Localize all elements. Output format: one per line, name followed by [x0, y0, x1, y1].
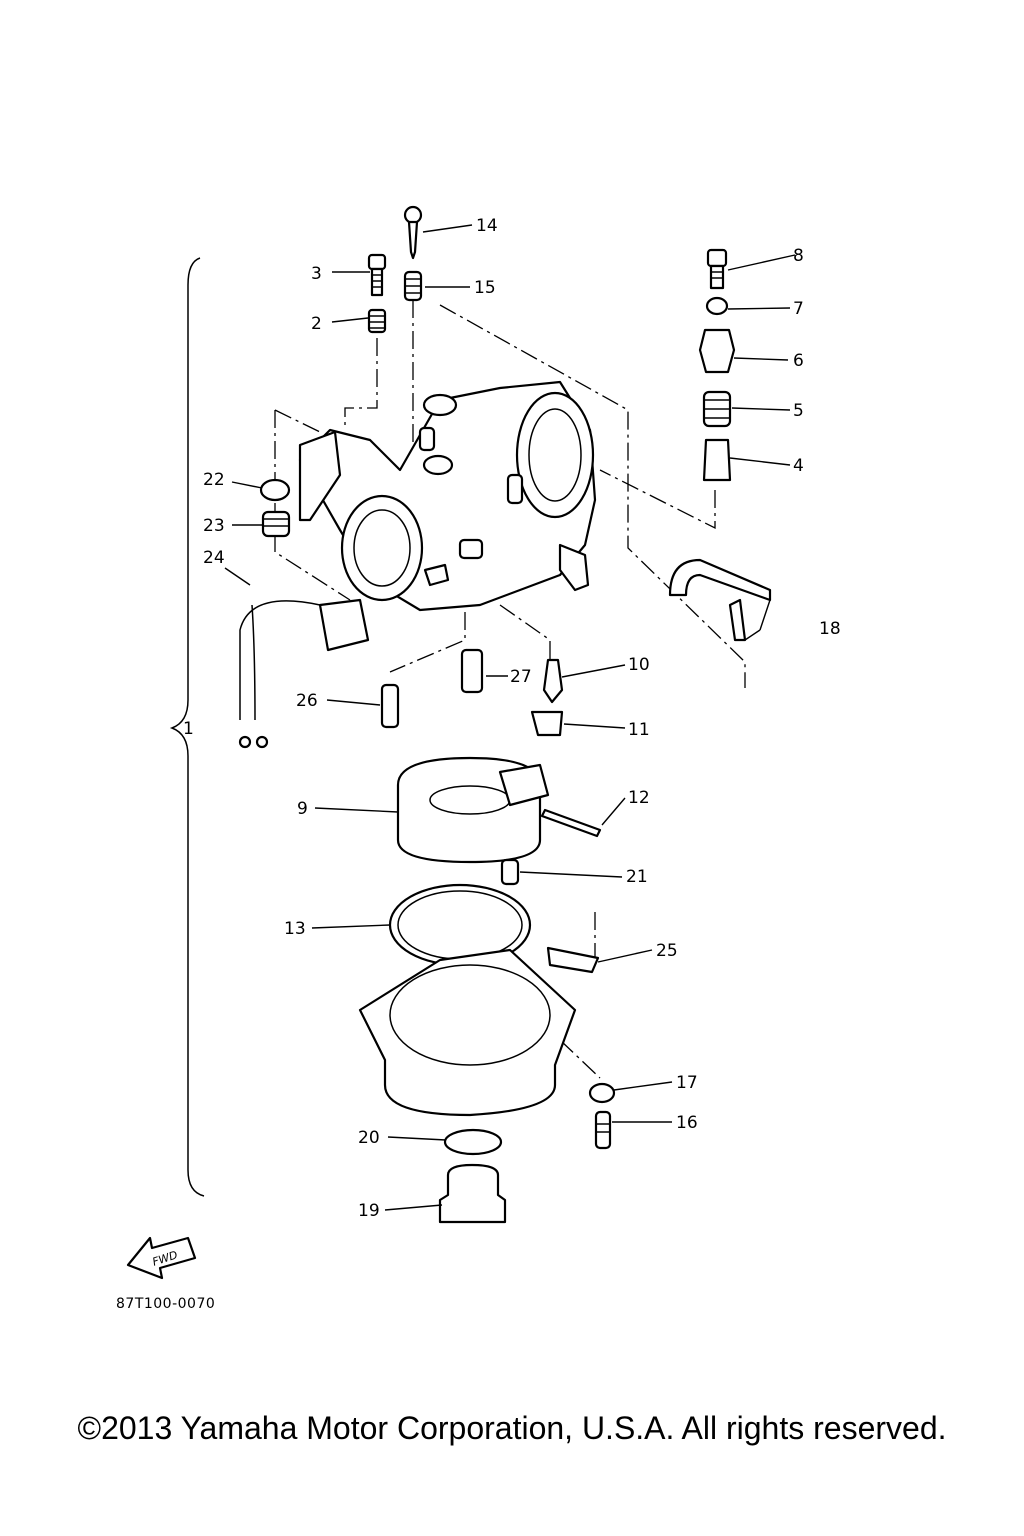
part-valve-4: [702, 438, 732, 482]
part-hose-18: [668, 558, 772, 642]
label-part-26: 26: [296, 691, 318, 711]
part-pin-12: [540, 808, 602, 838]
part-spring-5: [702, 390, 732, 428]
part-nut-7: [705, 296, 729, 316]
part-gasket-20: [443, 1128, 503, 1156]
label-part-14: 14: [476, 216, 498, 236]
label-part-3: 3: [311, 264, 322, 284]
label-part-21: 21: [626, 867, 648, 887]
fwd-arrow-icon: [126, 1236, 197, 1280]
part-screw-8: [706, 248, 728, 290]
part-spring-23: [261, 510, 291, 538]
label-part-6: 6: [793, 351, 804, 371]
copyright-notice: ©2013 Yamaha Motor Corporation, U.S.A. A…: [77, 1410, 947, 1446]
label-part-20: 20: [358, 1128, 380, 1148]
label-part-4: 4: [793, 456, 804, 476]
assembly-brace: [169, 257, 205, 1197]
label-part-27: 27: [510, 667, 532, 687]
part-clip-11: [530, 710, 564, 737]
part-jet-27: [460, 648, 484, 694]
part-washer-17: [588, 1082, 616, 1104]
label-part-18: 18: [819, 619, 841, 639]
drawing-number: 87T100-0070: [116, 1296, 216, 1312]
part-screw-14: [403, 205, 423, 260]
label-assembly-1: 1: [183, 719, 194, 739]
label-part-7: 7: [793, 299, 804, 319]
label-part-10: 10: [628, 655, 650, 675]
label-part-23: 23: [203, 516, 225, 536]
part-valve-21: [500, 858, 520, 886]
part-screw-3: [367, 253, 387, 297]
part-float-bowl: [358, 948, 577, 1117]
label-part-22: 22: [203, 470, 225, 490]
part-plug-19: [438, 1163, 507, 1224]
part-jet-26: [380, 683, 400, 729]
part-float-9: [396, 756, 550, 864]
part-bracket-25: [546, 946, 600, 974]
part-fitting-6: [698, 328, 736, 374]
label-part-8: 8: [793, 246, 804, 266]
part-washer-22: [259, 478, 291, 502]
label-part-16: 16: [676, 1113, 698, 1133]
part-spring-15: [403, 270, 423, 302]
label-part-12: 12: [628, 788, 650, 808]
part-sensor-24: [238, 598, 370, 749]
part-screw-16: [594, 1110, 612, 1150]
callouts: 1 2 3 4 5 6 7 8 9 10 11 12 13 14 15 16 1…: [151, 216, 841, 1269]
label-part-13: 13: [284, 919, 306, 939]
part-needle-10: [542, 658, 564, 704]
carburetor-body: [298, 380, 597, 612]
assembly-guide-lines: [274, 300, 746, 1079]
part-spring-2: [367, 308, 387, 334]
label-part-2: 2: [311, 314, 322, 334]
label-part-24: 24: [203, 548, 225, 568]
label-part-15: 15: [474, 278, 496, 298]
label-part-17: 17: [676, 1073, 698, 1093]
label-part-5: 5: [793, 401, 804, 421]
label-part-11: 11: [628, 720, 650, 740]
label-part-19: 19: [358, 1201, 380, 1221]
label-part-25: 25: [656, 941, 678, 961]
label-part-9: 9: [297, 799, 308, 819]
